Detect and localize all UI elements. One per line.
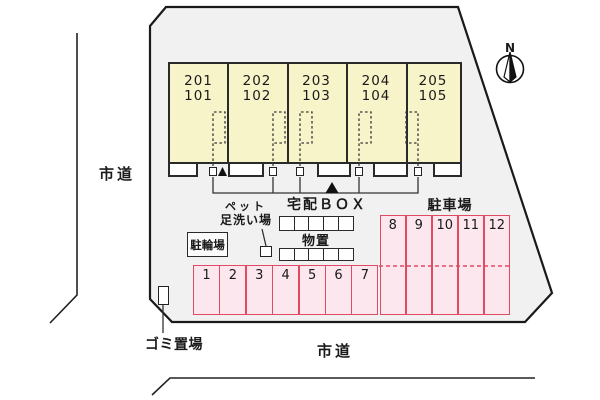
pet-wash-label-line2: 足洗い場 <box>219 213 272 227</box>
parking-spot-11: 11 <box>457 215 484 315</box>
storage-label: 物置 <box>301 234 330 249</box>
bicycle-parking: 駐輪場 <box>187 232 228 257</box>
storage-cell <box>308 248 325 261</box>
door-marker <box>355 167 363 176</box>
apartment-building: 201 101 202 102 203 103 204 104 205 105 <box>168 62 462 164</box>
pet-wash-label-line1: ペット <box>225 200 267 213</box>
storage-cell <box>293 248 310 261</box>
door-marker <box>414 167 422 176</box>
porch <box>373 163 408 177</box>
storage-cell <box>323 248 340 261</box>
unit-205-105: 205 105 <box>418 73 448 104</box>
unit-divider <box>227 64 229 162</box>
parking-spot-7: 7 <box>351 265 379 315</box>
garbage-station <box>158 286 169 305</box>
storage-cell <box>338 216 354 231</box>
door-marker <box>296 167 304 176</box>
compass-north-label: N <box>504 41 516 55</box>
porch <box>433 163 462 177</box>
porch <box>317 163 351 177</box>
pet-wash-station <box>260 246 272 257</box>
parking-spot-3: 3 <box>245 265 273 315</box>
parking-spot-5: 5 <box>298 265 326 315</box>
storage-cell <box>338 248 354 261</box>
road-label-left: 市道 <box>99 165 136 183</box>
door-marker <box>269 167 277 176</box>
parking-spot-1: 1 <box>193 265 220 315</box>
delivery-box-label: 宅配ＢＯＸ <box>287 197 367 213</box>
parking-spot-9: 9 <box>405 215 432 315</box>
unit-divider <box>287 64 289 162</box>
porch <box>168 163 198 177</box>
unit-202-102: 202 102 <box>242 73 272 104</box>
parking-spot-2: 2 <box>219 265 247 315</box>
unit-203-103: 203 103 <box>302 73 331 104</box>
storage-cell <box>293 216 310 231</box>
parking-spot-8: 8 <box>379 215 406 315</box>
road-line-left <box>49 33 78 324</box>
parking-spot-6: 6 <box>325 265 352 315</box>
unit-204-104: 204 104 <box>361 73 391 104</box>
parking-spot-12: 12 <box>483 215 510 315</box>
parking-area-label: 駐車場 <box>427 198 473 214</box>
storage-cell <box>308 216 325 231</box>
road-line-bottom <box>151 377 535 396</box>
unit-divider <box>346 64 348 162</box>
unit-201-101: 201 101 <box>184 73 213 104</box>
porch <box>228 163 264 177</box>
parking-spot-10: 10 <box>431 215 458 315</box>
storage-cell <box>323 216 340 231</box>
garbage-label: ゴミ置場 <box>145 337 203 353</box>
door-marker <box>209 167 217 176</box>
road-label-bottom: 市道 <box>317 342 354 360</box>
parking-spot-4: 4 <box>272 265 300 315</box>
compass-icon <box>495 51 525 84</box>
storage-cell <box>279 248 295 261</box>
